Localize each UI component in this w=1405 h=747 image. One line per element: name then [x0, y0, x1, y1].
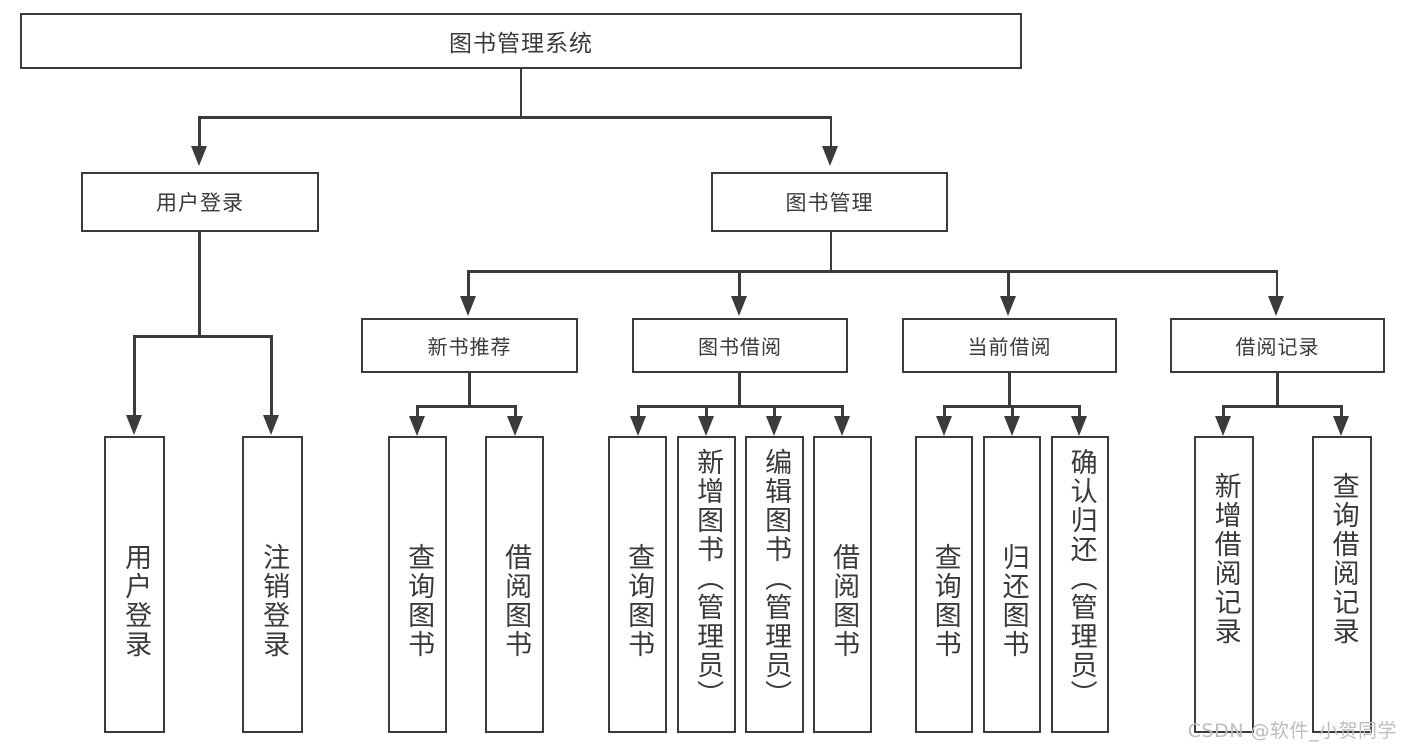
arrow-to-new-book	[460, 296, 476, 316]
connector-book-borrow-c3	[773, 405, 776, 418]
connector-new-book-c2	[514, 405, 517, 418]
connector-user-login-right	[270, 335, 273, 417]
leaf-query-borrow-record[interactable]: 查询借阅记录	[1312, 436, 1372, 733]
connector-to-current-borrow	[1007, 270, 1010, 298]
connector-user-login-left	[133, 335, 136, 417]
arrow-current-borrow-leaf-2	[1004, 416, 1020, 436]
leaf-borrow-book[interactable]: 借阅图书	[813, 436, 872, 733]
connector-current-borrow-c1	[943, 405, 946, 418]
arrow-borrow-record-leaf-1	[1215, 416, 1231, 436]
arrow-current-borrow-leaf-3	[1071, 416, 1087, 436]
node-borrow-record[interactable]: 借阅记录	[1170, 318, 1385, 373]
connector-current-borrow-stem	[1008, 373, 1011, 405]
node-new-book-recommend[interactable]: 新书推荐	[361, 318, 578, 373]
connector-borrow-record-bar	[1222, 405, 1342, 408]
connector-new-book-c1	[416, 405, 419, 418]
arrow-user-login-leaf-2	[263, 415, 279, 435]
arrow-book-borrow-leaf-1	[630, 416, 646, 436]
arrow-user-login-leaf-1	[126, 415, 142, 435]
node-label: 当前借阅	[967, 335, 1052, 359]
leaf-edit-book-admin[interactable]: 编辑图书（管理员）	[745, 436, 804, 733]
connector-book-mgmt-bar	[467, 270, 1278, 273]
leaf-query-book-recommend[interactable]: 查询图书	[388, 436, 447, 733]
leaf-borrow-book-recommend[interactable]: 借阅图书	[485, 436, 544, 733]
arrow-book-borrow-leaf-3	[766, 416, 782, 436]
node-label: 用户登录	[156, 191, 244, 215]
arrow-to-borrow-record	[1268, 296, 1284, 316]
arrow-book-borrow-leaf-2	[698, 416, 714, 436]
arrow-borrow-record-leaf-2	[1333, 416, 1349, 436]
node-label: 借阅记录	[1235, 335, 1320, 359]
connector-book-borrow-stem	[738, 373, 741, 405]
node-label: 图书管理	[785, 191, 874, 215]
connector-to-new-book	[467, 270, 470, 298]
connector-book-borrow-c2	[705, 405, 708, 418]
connector-user-login-bar	[133, 335, 272, 338]
node-label: 图书管理系统	[449, 31, 593, 57]
connector-book-mgmt-stem	[829, 232, 832, 270]
arrow-to-book-borrow	[731, 296, 747, 316]
connector-to-book-borrow	[738, 270, 741, 298]
node-label: 查询图书	[403, 543, 435, 659]
node-user-login[interactable]: 用户登录	[81, 172, 319, 232]
node-label: 用户登录	[120, 543, 152, 659]
connector-new-book-stem	[468, 373, 471, 405]
leaf-query-book-current[interactable]: 查询图书	[915, 436, 973, 733]
watermark-text: CSDN @软件_小贺同学	[1187, 720, 1397, 742]
leaf-add-borrow-record[interactable]: 新增借阅记录	[1194, 436, 1254, 733]
leaf-return-book[interactable]: 归还图书	[983, 436, 1041, 733]
connector-root-stem	[519, 69, 522, 116]
node-label: 确认归还（管理员）	[1065, 448, 1097, 709]
connector-book-borrow-bar	[637, 405, 843, 408]
arrow-new-book-leaf-1	[409, 416, 425, 436]
node-book-borrow[interactable]: 图书借阅	[632, 318, 848, 373]
connector-borrow-record-c2	[1340, 405, 1343, 418]
connector-borrow-record-c1	[1222, 405, 1225, 418]
node-label: 归还图书	[997, 543, 1029, 659]
leaf-confirm-return-admin[interactable]: 确认归还（管理员）	[1051, 436, 1109, 733]
node-label: 编辑图书（管理员）	[760, 448, 792, 709]
node-label: 新书推荐	[427, 335, 512, 359]
node-label: 注销登录	[258, 543, 290, 659]
connector-book-borrow-c4	[841, 405, 844, 418]
node-root-system[interactable]: 图书管理系统	[20, 13, 1022, 69]
connector-to-borrow-record	[1275, 270, 1278, 298]
connector-borrow-record-stem	[1276, 373, 1279, 405]
node-current-borrow[interactable]: 当前借阅	[902, 318, 1117, 373]
connector-to-user-login	[198, 116, 201, 148]
connector-book-borrow-c1	[637, 405, 640, 418]
arrow-to-current-borrow	[1000, 296, 1016, 316]
leaf-user-login[interactable]: 用户登录	[104, 436, 165, 733]
leaf-query-book-borrow[interactable]: 查询图书	[608, 436, 667, 733]
node-label: 查询图书	[623, 543, 655, 659]
connector-current-borrow-c2	[1011, 405, 1014, 418]
connector-root-bar	[198, 116, 832, 119]
node-book-management[interactable]: 图书管理	[711, 172, 948, 232]
node-label: 查询图书	[929, 543, 961, 659]
node-label: 查询借阅记录	[1327, 472, 1359, 646]
arrow-to-user-login	[191, 146, 207, 166]
leaf-logout[interactable]: 注销登录	[242, 436, 303, 733]
node-label: 新增图书（管理员）	[692, 448, 724, 709]
connector-new-book-bar	[416, 405, 516, 408]
node-label: 图书借阅	[698, 335, 782, 359]
arrow-current-borrow-leaf-1	[936, 416, 952, 436]
arrow-new-book-leaf-2	[507, 416, 523, 436]
arrow-to-book-mgmt	[822, 146, 838, 166]
node-label: 新增借阅记录	[1209, 472, 1241, 646]
leaf-add-book-admin[interactable]: 新增图书（管理员）	[677, 436, 736, 733]
connector-current-borrow-c3	[1078, 405, 1081, 418]
node-label: 借阅图书	[500, 543, 532, 659]
node-label: 借阅图书	[828, 543, 860, 659]
connector-to-book-mgmt	[829, 116, 832, 148]
connector-user-login-stem	[198, 232, 201, 335]
arrow-book-borrow-leaf-4	[834, 416, 850, 436]
